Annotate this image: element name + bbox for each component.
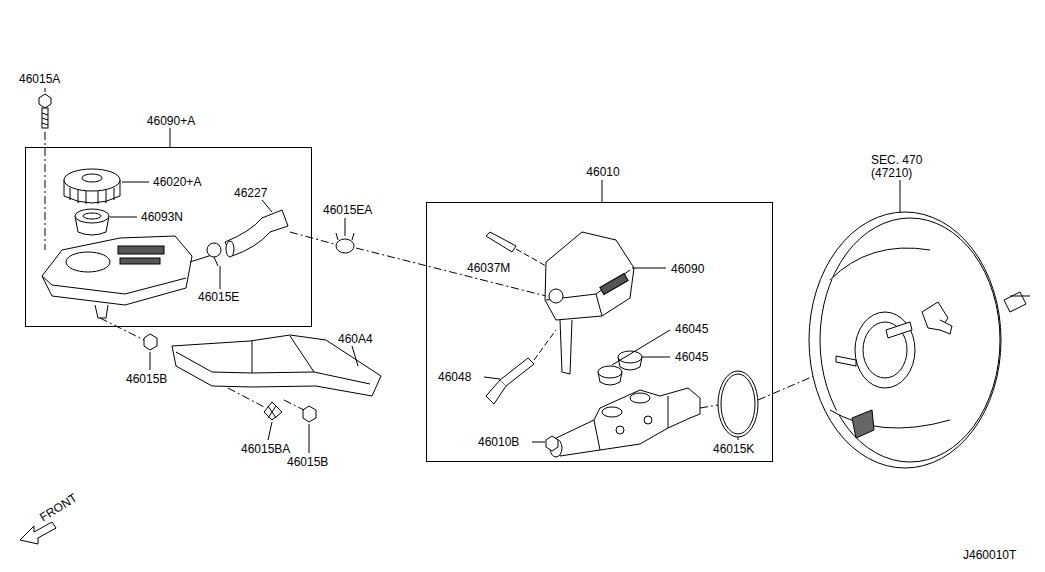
- assembly-line: [356, 248, 546, 296]
- hose-clip: [207, 243, 221, 266]
- label-holder: 46010B: [477, 435, 520, 449]
- label-holder: 46015K: [712, 442, 755, 456]
- label-holder: 46020+A: [152, 175, 202, 189]
- callout-number: 46037M: [466, 261, 511, 275]
- leader-line: [532, 442, 545, 443]
- leader-line: [268, 422, 272, 440]
- assembly-line: [700, 405, 718, 408]
- callout-number: 46093N: [140, 210, 184, 224]
- assembly-line: [100, 318, 144, 340]
- label-holder: J460010T: [962, 548, 1017, 562]
- label-holder: (47210): [870, 166, 913, 180]
- label-holder: 46015BA: [240, 442, 291, 456]
- label-holder: 46045: [674, 350, 709, 364]
- label-holder: 46090: [670, 262, 705, 276]
- reservoir-hose: [225, 210, 288, 257]
- callout-number: 46045: [674, 322, 709, 336]
- callout-number: 46015K: [712, 442, 755, 456]
- leader-line: [900, 180, 901, 212]
- reservoir-cap: [64, 169, 120, 204]
- callout-number: 46015E: [197, 290, 240, 304]
- label-holder: 46093N: [140, 210, 184, 224]
- label-holder: 46015E: [197, 290, 240, 304]
- leader-line: [632, 268, 666, 269]
- leader-line: [150, 352, 151, 370]
- label-holder: 46015A: [18, 72, 61, 86]
- callout-number: (47210): [870, 166, 913, 180]
- label-holder: 46045: [674, 322, 709, 336]
- bolt: [39, 94, 51, 128]
- leader-line: [122, 182, 149, 183]
- o-ring: [718, 371, 758, 437]
- assembly-line: [284, 400, 304, 410]
- callout-number: 46227: [233, 186, 268, 200]
- callout-number: 46048: [437, 370, 472, 384]
- assembly-line: [45, 132, 46, 250]
- callout-number: FRONT: [36, 490, 80, 525]
- leader-line: [110, 217, 137, 218]
- callout-number: 460A4: [337, 332, 374, 346]
- label-holder: 46048: [437, 370, 472, 384]
- callout-number: 46015B: [286, 455, 329, 469]
- callout-number: 46010B: [477, 435, 520, 449]
- label-holder: 46015B: [125, 372, 168, 386]
- callout-number: 46015A: [18, 72, 61, 86]
- master-cylinder: [550, 388, 700, 457]
- grommet: [598, 351, 642, 385]
- group-box: 46010: [426, 202, 773, 462]
- front-arrow: [20, 522, 56, 544]
- callout-number: SEC. 470: [870, 153, 923, 167]
- nut: [546, 436, 558, 451]
- assembly-line: [228, 388, 266, 408]
- o-ring: [721, 374, 755, 434]
- label-holder: 46015B: [286, 455, 329, 469]
- leader-line: [262, 200, 272, 212]
- bracket-clip: [264, 402, 282, 420]
- callout-number: 46015BA: [240, 442, 291, 456]
- wire-connector: [486, 330, 556, 404]
- callout-number: 46010: [585, 165, 620, 179]
- leader-line: [484, 377, 500, 379]
- leader-line: [602, 180, 603, 202]
- label-holder: 46037M: [466, 261, 511, 275]
- leader-line: [738, 437, 739, 440]
- leader-line: [642, 357, 670, 358]
- reservoir-tank: [42, 236, 212, 318]
- callout-number: 46090+A: [146, 114, 196, 128]
- leader-line: [170, 127, 171, 147]
- label-holder: 46015EA: [322, 203, 373, 217]
- callout-number: 46090: [670, 262, 705, 276]
- nut: [144, 334, 157, 350]
- callout-number: J460010T: [962, 548, 1017, 562]
- callout-number: 46045: [674, 350, 709, 364]
- leader-line: [45, 88, 46, 92]
- group-box: 46090+A: [25, 147, 312, 327]
- callout-number: 46020+A: [152, 175, 202, 189]
- strainer: [75, 209, 109, 235]
- label-holder: FRONT: [36, 490, 80, 525]
- leader-line: [352, 346, 358, 366]
- assembly-line: [290, 232, 334, 244]
- label-holder: SEC. 470: [870, 153, 923, 167]
- label-holder: 460A4: [337, 332, 374, 346]
- brake-booster: [809, 212, 1030, 468]
- nut: [303, 406, 316, 422]
- leader-line: [220, 266, 221, 289]
- callout-number: 46015B: [125, 372, 168, 386]
- leader-line: [309, 424, 310, 453]
- label-holder: 46227: [233, 186, 268, 200]
- leader-line: [612, 330, 670, 365]
- leader-line: [345, 218, 346, 236]
- callout-number: 46015EA: [322, 203, 373, 217]
